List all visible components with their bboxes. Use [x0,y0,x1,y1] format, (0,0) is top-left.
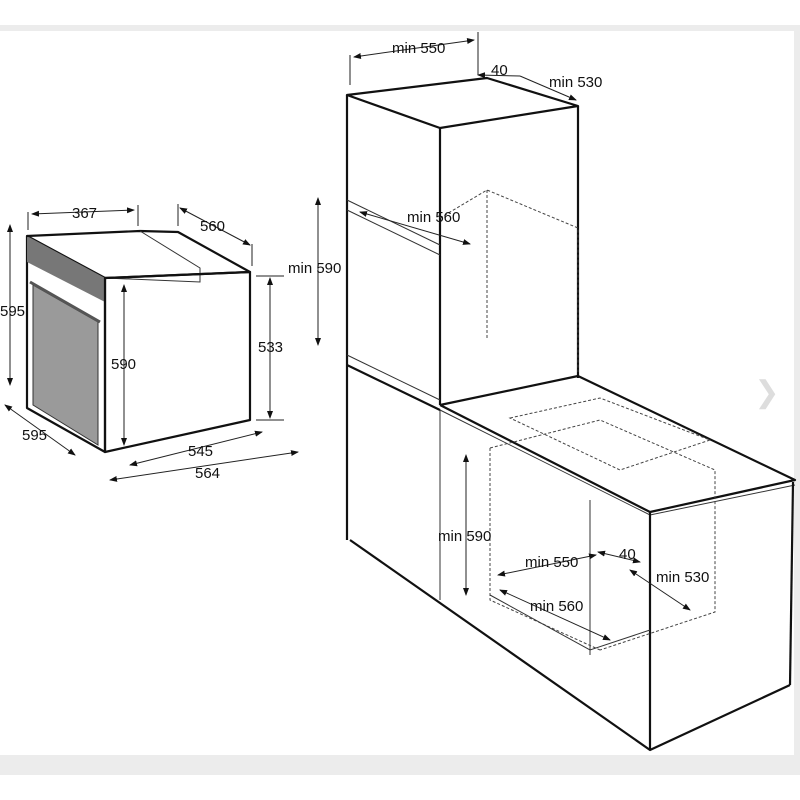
chevron-right-icon[interactable]: ❯ [754,376,780,409]
oven-control-panel [27,236,105,302]
dim-tall-height: min 590 [288,260,341,277]
dim-tall-top-depth: min 530 [549,74,602,91]
cabinet-drawing [315,32,797,752]
dim-under-gap: 40 [619,546,636,563]
dim-oven-inner-height: 590 [111,356,136,373]
dim-under-height: min 590 [438,528,491,545]
dim-tall-inner-depth: min 560 [407,209,460,226]
oven-handle [29,280,101,324]
dim-tall-top-width: min 550 [392,40,445,57]
dim-oven-side-height: 533 [258,339,283,356]
dim-oven-depth-top: 560 [200,218,225,235]
oven-drawing [4,204,299,482]
oven-door-glass [32,284,99,446]
dim-oven-height: 595 [0,303,25,320]
viewer-bottom-border [0,755,800,775]
viewer-right-border [794,25,800,775]
dim-under-depth: min 530 [656,569,709,586]
dim-oven-total-depth: 564 [195,465,220,482]
dim-oven-width-top: 367 [72,205,97,222]
dim-oven-front-width: 595 [22,427,47,444]
dim-oven-depth: 545 [188,443,213,460]
dim-under-width: min 550 [525,554,578,571]
dim-tall-gap: 40 [491,62,508,79]
dim-under-inner-depth: min 560 [530,598,583,615]
viewer-top-border [0,25,800,31]
